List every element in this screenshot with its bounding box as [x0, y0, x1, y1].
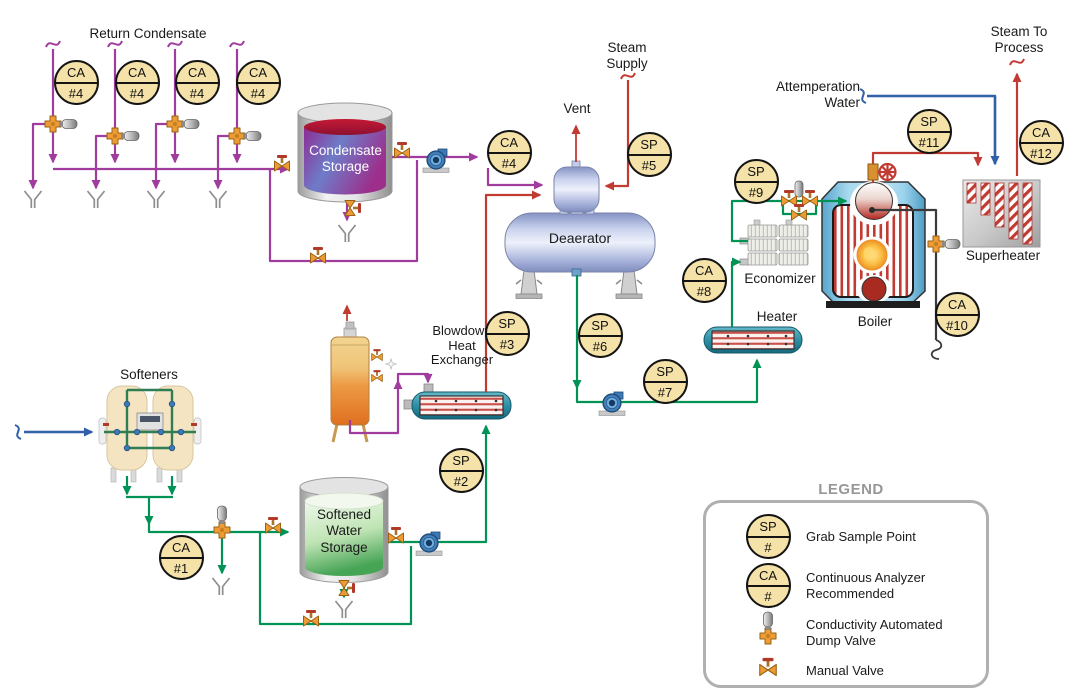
superheater-label: Superheater [965, 248, 1041, 263]
legend-box [703, 500, 989, 688]
drain-icon [208, 190, 228, 209]
tag-ca10: CA#10 [934, 291, 980, 337]
legend-grab-sample-label: Grab Sample Point [806, 529, 916, 544]
softener-tanks [98, 385, 202, 483]
drain-icon [211, 577, 231, 596]
pipe-break-icon [1009, 58, 1025, 66]
legend-dump-valve-label: Conductivity Automated Dump Valve [806, 617, 943, 648]
deaerator-head [553, 166, 600, 213]
softener-mini-valves [103, 400, 197, 452]
tag-sp6: SP#6 [577, 312, 623, 358]
dump-valve-icon [214, 506, 230, 538]
tag-ca8: CA#8 [681, 257, 727, 303]
steam-to-process-label: Steam To Process [990, 24, 1048, 56]
attemperation-water-label: Attemperation Water [775, 79, 860, 111]
boiler-label: Boiler [857, 314, 893, 329]
drain-squiggle-icon [930, 339, 943, 360]
legend-dump-valve-icon [760, 612, 776, 644]
legend-manual-valve-icon [759, 657, 777, 677]
boiler-vessel [821, 181, 926, 308]
manual-valve-icon [371, 369, 383, 382]
economizer-coils [739, 219, 809, 266]
blowdown-heat-exchanger-vessel [403, 383, 512, 420]
legend-manual-valve-label: Manual Valve [806, 663, 884, 678]
deaerator-vessel [504, 160, 656, 300]
tag-sp5: SP#5 [626, 131, 672, 177]
softeners-label: Softeners [120, 367, 178, 382]
tag-sp3: SP#3 [484, 310, 530, 356]
pipe-break-icon [45, 40, 61, 48]
drain-icon [86, 190, 106, 209]
return-condensate-label: Return Condensate [89, 26, 207, 41]
tag-sp7: SP#7 [642, 358, 688, 404]
dump-valve-icon [229, 128, 261, 144]
softener-manifold-piping [104, 388, 196, 450]
heater-label: Heater [756, 309, 798, 324]
drain-icon [337, 224, 357, 243]
pipe-break-icon [620, 72, 636, 80]
tag-ca4-2: CA#4 [114, 59, 160, 105]
manual-valve-icon [394, 141, 410, 159]
condensate-storage-tank [297, 102, 393, 203]
manual-valve-icon [265, 516, 281, 534]
softened-water-pump-icon [415, 531, 443, 557]
drain-icon [334, 600, 354, 619]
pipe-break-icon [229, 40, 245, 48]
tag-ca4-4: CA#4 [235, 59, 281, 105]
economizer-label: Economizer [744, 271, 816, 286]
legend-ca-symbol: CA# [745, 562, 791, 608]
tag-ca1: CA#1 [158, 534, 204, 580]
tag-sp11: SP#11 [906, 108, 952, 154]
drain-icon [23, 190, 43, 209]
tag-ca4-1: CA#4 [53, 59, 99, 105]
manual-valve-icon [802, 189, 818, 207]
steam-stop-valve-icon [867, 162, 897, 182]
deaerator-label: Deaerator [548, 230, 612, 246]
blowdown-hx-label: Blowdown Heat Exchanger [430, 323, 494, 368]
tag-ca4-main: CA#4 [486, 129, 532, 175]
legend-title: LEGEND [818, 481, 884, 498]
legend-sp-symbol: SP# [745, 513, 791, 559]
condensate-storage-label: Condensate Storage [309, 143, 382, 175]
condensate-pump-icon [422, 148, 450, 174]
superheater-vessel [962, 179, 1041, 248]
tag-sp9: SP#9 [733, 158, 779, 204]
sparkle-icon [385, 358, 397, 370]
tag-ca4-3: CA#4 [174, 59, 220, 105]
manual-valve-icon [388, 526, 404, 544]
manual-valve-icon [781, 189, 797, 207]
drain-icon [146, 190, 166, 209]
control-valve-icon [794, 180, 804, 198]
dump-valve-icon [45, 116, 77, 132]
dump-valve-icon [167, 116, 199, 132]
dump-valve-icon [107, 128, 139, 144]
pipe-break-icon [859, 88, 867, 104]
manual-valve-icon [371, 348, 383, 361]
manual-valve-icon [791, 203, 807, 221]
vent-label: Vent [563, 101, 591, 116]
tag-ca12: CA#12 [1018, 119, 1064, 165]
pipe-break-icon [14, 424, 22, 440]
steam-supply-label: Steam Supply [606, 40, 648, 72]
legend-continuous-analyzer-label: Continuous Analyzer Recommended [806, 570, 926, 601]
tag-sp2: SP#2 [438, 447, 484, 493]
heater-vessel [703, 326, 803, 354]
softened-water-storage-label: Softened Water Storage [316, 507, 372, 555]
boiler-feed-pump-icon [598, 391, 626, 417]
